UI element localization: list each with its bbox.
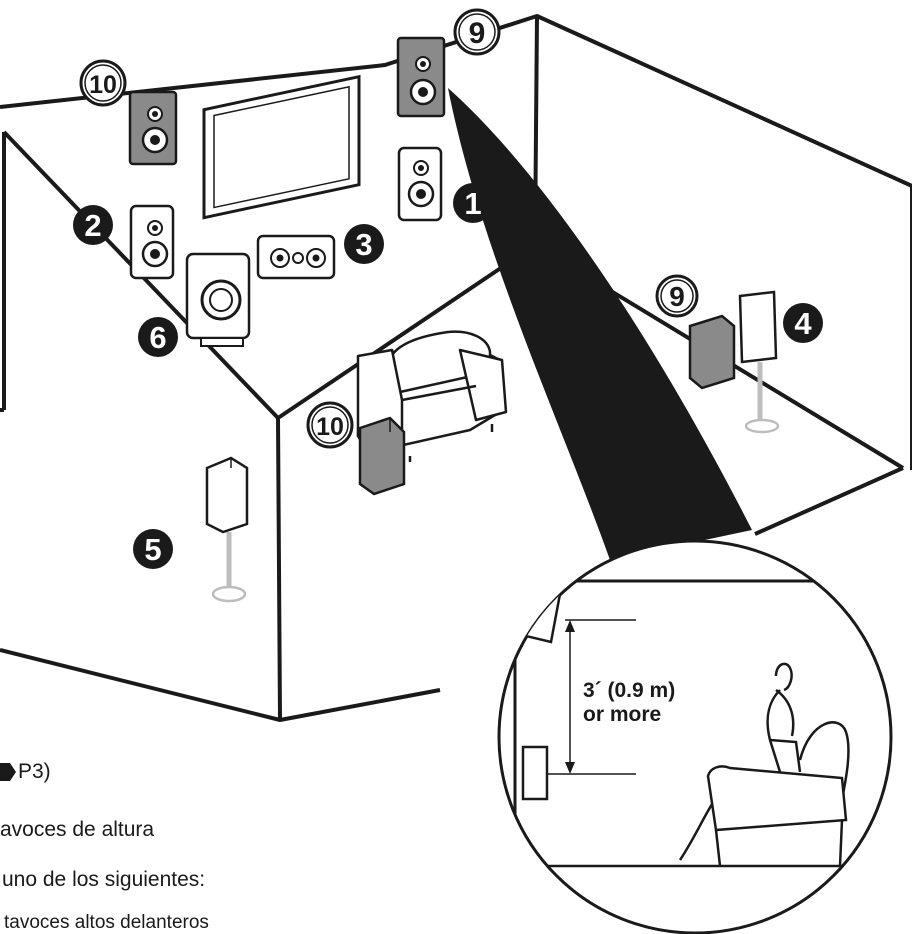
height-speaker-front-right-icon xyxy=(396,36,446,118)
surround-right-speaker-icon xyxy=(738,290,780,434)
distance-label-line2: or more xyxy=(583,703,661,726)
svg-text:10: 10 xyxy=(316,413,344,441)
svg-text:4: 4 xyxy=(794,306,812,341)
zoom-wedge xyxy=(448,88,752,560)
svg-text:10: 10 xyxy=(89,71,117,99)
badge-2: 2 xyxy=(73,205,113,245)
height-speaker-rear-left-icon xyxy=(128,90,178,166)
distance-label-line1: 3´ (0.9 m) xyxy=(583,679,675,702)
svg-text:2: 2 xyxy=(84,208,101,243)
svg-text:6: 6 xyxy=(149,320,166,355)
badge-6: 6 xyxy=(138,317,178,357)
front-left-speaker-icon xyxy=(129,204,175,280)
front-right-speaker-icon xyxy=(397,146,443,222)
reference-caption: P3) xyxy=(18,760,51,783)
badge-9-right: 9 xyxy=(655,274,699,318)
caption-line-3: tavoces altos delanteros xyxy=(4,912,209,933)
badge-3: 3 xyxy=(344,224,384,264)
subwoofer-icon xyxy=(185,252,251,347)
badge-10-top: 10 xyxy=(79,59,127,107)
svg-text:3: 3 xyxy=(355,227,372,262)
svg-text:9: 9 xyxy=(469,17,486,50)
center-speaker-icon xyxy=(256,234,336,280)
svg-text:1: 1 xyxy=(464,186,481,221)
badge-9-top: 9 xyxy=(453,8,501,56)
svg-text:5: 5 xyxy=(144,532,161,567)
badge-4: 4 xyxy=(783,303,823,343)
distance-inset: 3´ (0.9 m) or more xyxy=(497,539,893,934)
caption-line-2: uno de los siguientes: xyxy=(2,868,206,891)
height-speaker-rear-sofa-icon xyxy=(358,416,406,496)
height-speaker-right-icon xyxy=(688,314,736,390)
svg-text:9: 9 xyxy=(669,281,685,312)
badge-10-sofa: 10 xyxy=(306,401,354,449)
badge-1: 1 xyxy=(453,183,493,223)
badge-5: 5 xyxy=(133,529,173,569)
reference-arrow-icon xyxy=(0,763,16,781)
caption-line-1: avoces de altura xyxy=(0,818,155,841)
tv-icon xyxy=(202,74,361,220)
surround-left-speaker-icon xyxy=(205,456,249,603)
